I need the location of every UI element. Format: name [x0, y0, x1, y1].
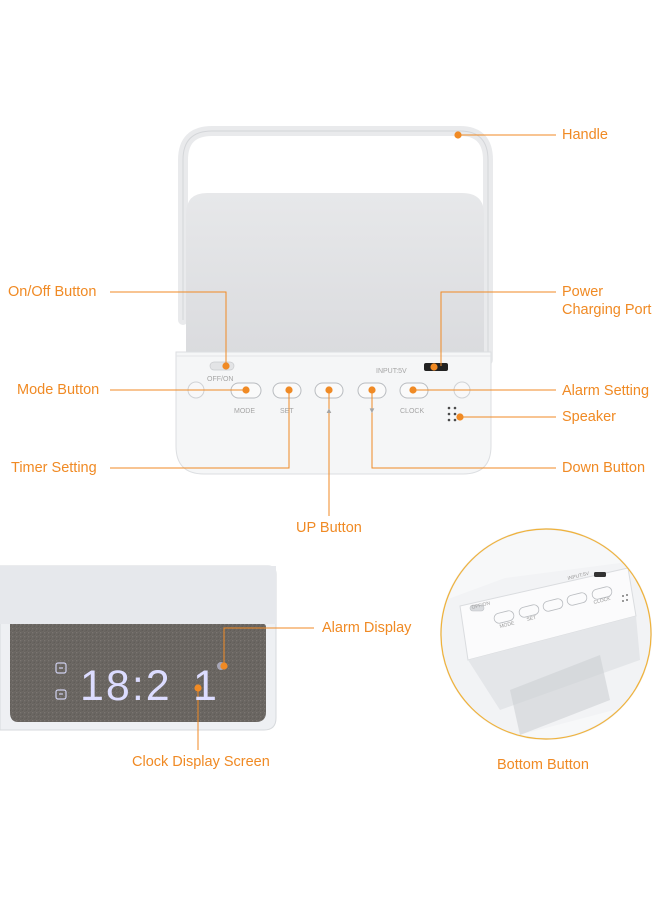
- alarm-led-icons: [55, 662, 67, 700]
- device-up-arrow: ▲: [325, 406, 333, 415]
- bottom-closeup: [440, 528, 652, 740]
- label-clock-display: Clock Display Screen: [132, 754, 270, 770]
- label-alarm-setting: Alarm Setting: [562, 383, 650, 399]
- display-closeup: [0, 565, 277, 731]
- fabric-panel: [10, 624, 266, 722]
- inset-off-on-label: OFF/ON: [471, 600, 491, 610]
- inset-input-label: INPUT:5V: [567, 571, 590, 582]
- inset-clock-label: CLOCK: [593, 596, 612, 606]
- label-speaker: Speaker: [562, 409, 617, 425]
- device-down-arrow: ▼: [368, 406, 376, 415]
- label-down-button: Down Button: [562, 460, 646, 476]
- on-off-switch: [209, 361, 235, 371]
- speaker-grille: [447, 406, 457, 422]
- clock-digit-trailing: 1: [193, 662, 217, 710]
- label-on-off: On/Off Button: [8, 284, 97, 300]
- label-bottom-button: Bottom Button: [497, 757, 589, 773]
- label-timer-setting: Timer Setting: [11, 460, 97, 476]
- device-mode-label: MODE: [234, 408, 255, 415]
- label-up-button: UP Button: [296, 520, 362, 536]
- inset-set-label: SET: [526, 615, 537, 623]
- device-panel: [186, 193, 484, 356]
- main-device: [175, 126, 493, 475]
- clock-digits: 18:2: [80, 662, 172, 710]
- device-clock-label: CLOCK: [400, 408, 424, 415]
- device-set-label: SET: [280, 408, 294, 415]
- device-input-label: INPUT:5V: [376, 368, 407, 375]
- inset-mode-label: MODE: [499, 620, 516, 630]
- label-alarm-display: Alarm Display: [322, 620, 412, 636]
- device-off-on-label: OFF/ON: [207, 376, 233, 383]
- label-mode: Mode Button: [17, 382, 100, 398]
- label-power-line1: Power: [562, 284, 604, 300]
- label-power-line2: Charging Port: [562, 302, 652, 318]
- callout-dots: [194, 131, 464, 692]
- callout-lines: [110, 134, 556, 750]
- label-handle: Handle: [562, 127, 608, 143]
